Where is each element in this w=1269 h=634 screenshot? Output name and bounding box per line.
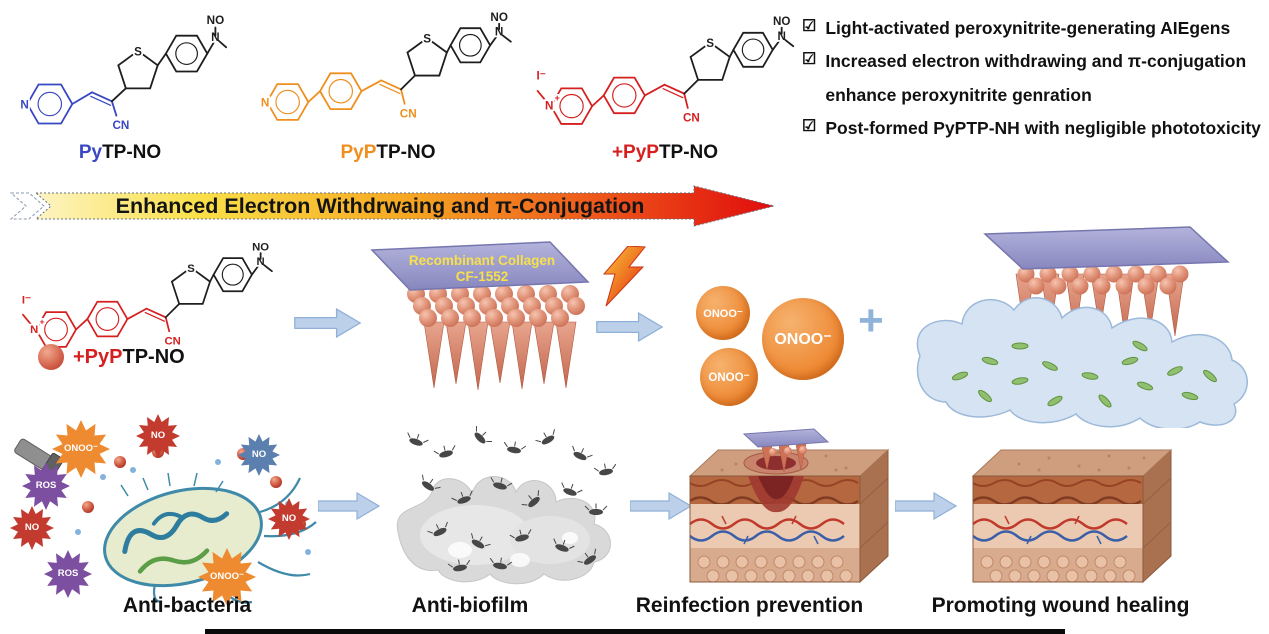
released-bacteria [951, 340, 1217, 408]
atom-n: N [257, 256, 265, 268]
structure-pyptp-no: N CN S N NO [259, 12, 512, 122]
list-item: ☑ Light-activated peroxynitrite-generati… [802, 12, 1264, 45]
aiegen-sphere-icon [38, 344, 64, 370]
atom-s: S [423, 33, 431, 46]
pili [120, 472, 224, 497]
structure-plus-pyptp-no: I⁻ N + CN S N NO [535, 13, 795, 126]
skin-block-wound [688, 428, 890, 584]
structure-plus-pyptp-no-repeat: I⁻ N + CN S N NO [20, 240, 273, 349]
checkbox-icon: ☑ [802, 51, 817, 69]
fat-layer [980, 555, 1136, 583]
atom-n-plus: N [545, 100, 553, 113]
microneedle-cones [423, 321, 577, 391]
atom-plus-charge: + [555, 93, 560, 103]
atom-n-plus: N [30, 324, 38, 336]
atom-cn: CN [683, 111, 700, 124]
compound-label-plus-pyptp-no: +PyPTP-NO [520, 142, 810, 164]
onoo-bubble-small-1: ONOO⁻ [696, 286, 750, 340]
atom-no: NO [773, 15, 790, 28]
compound-suffix: TP-NO [376, 142, 436, 163]
list-item: ☑ Increased electron withdrawing and π-c… [802, 45, 1264, 112]
atom-iodide: I⁻ [536, 69, 545, 82]
compound-prefix: +PyP [611, 142, 659, 163]
compound-label-pyptp-no: PyPTP-NO [255, 142, 521, 164]
biofilm-blob [916, 297, 1248, 428]
flow-arrow [294, 308, 362, 338]
list-item-text: Post-formed PyPTP-NH with negligible pho… [825, 117, 1261, 138]
top-texture [1017, 454, 1146, 472]
gradient-banner-arrow: Enhanced Electron Withdrwaing and π-Conj… [9, 185, 775, 227]
flow-arrow [596, 312, 664, 342]
atom-n: N [20, 99, 28, 112]
onoo-bubble-small-2: ONOO⁻ [700, 348, 758, 406]
compound-prefix: PyP [340, 142, 377, 163]
banner-text: Enhanced Electron Withdrwaing and π-Conj… [116, 194, 645, 218]
patch-backing [983, 226, 1230, 270]
compound-prefix: +PyP [73, 345, 123, 368]
panel-label-antibacteria: Anti-bacteria [122, 594, 252, 617]
atom-plus-charge: + [40, 316, 45, 326]
atom-cn: CN [400, 107, 417, 120]
atom-s: S [134, 45, 142, 58]
atom-no: NO [490, 12, 508, 24]
bottom-divider [205, 629, 1065, 634]
compound-label-pytp-no: PyTP-NO [12, 142, 228, 164]
key-points-list: ☑ Light-activated peroxynitrite-generati… [802, 12, 1264, 145]
compound-suffix: TP-NO [658, 142, 719, 163]
atom-no: NO [207, 14, 225, 27]
atom-iodide: I⁻ [22, 294, 31, 306]
plus-sign: + [858, 296, 884, 345]
list-item: ☑ Post-formed PyPTP-NH with negligible p… [802, 112, 1264, 145]
mid-compound-label: +PyPTP-NO [38, 344, 185, 370]
patch-backing [370, 241, 590, 291]
compound-suffix: TP-NO [102, 142, 162, 163]
atom-s: S [187, 263, 195, 275]
patch-label-line2: CF-1552 [456, 269, 509, 284]
panel-label-healing: Promoting wound healing [931, 594, 1190, 617]
flow-arrow [630, 492, 692, 520]
atom-no: NO [252, 241, 269, 253]
panel-label-antibiofilm: Anti-biofilm [411, 594, 529, 617]
patch-sphere-rows [1017, 265, 1189, 295]
panel-label-reinfection: Reinfection prevention [635, 594, 864, 617]
onoo-bubble-large: ONOO⁻ [762, 298, 844, 380]
biofilm-illustration [396, 423, 618, 585]
structure-pytp-no: N CN S N NO [19, 14, 228, 134]
compound-suffix: TP-NO [122, 345, 185, 368]
list-item-text: Increased electron withdrawing and π-con… [825, 51, 1247, 105]
flow-arrow [895, 492, 957, 520]
lightning-icon [602, 246, 646, 307]
wound-patch [742, 428, 830, 473]
checkbox-icon: ☑ [802, 117, 817, 135]
patch-label-line1: Recombinant Collagen [409, 253, 555, 268]
list-item-text: Light-activated peroxynitrite-generating… [825, 18, 1231, 38]
compound-prefix: Py [78, 142, 103, 163]
microneedle-patch: Recombinant Collagen CF-1552 [370, 241, 590, 391]
flow-arrow [318, 492, 380, 520]
patch-sphere-rows [407, 285, 585, 327]
atom-n: N [777, 30, 785, 43]
fat-layer [697, 555, 853, 583]
atom-cn: CN [112, 119, 129, 132]
atom-s: S [706, 37, 714, 50]
skin-block-healed [971, 448, 1173, 584]
checkbox-icon: ☑ [802, 18, 817, 35]
atom-cn: CN [165, 335, 181, 347]
tissue-illustration [916, 226, 1248, 428]
atom-n: N [261, 97, 269, 110]
